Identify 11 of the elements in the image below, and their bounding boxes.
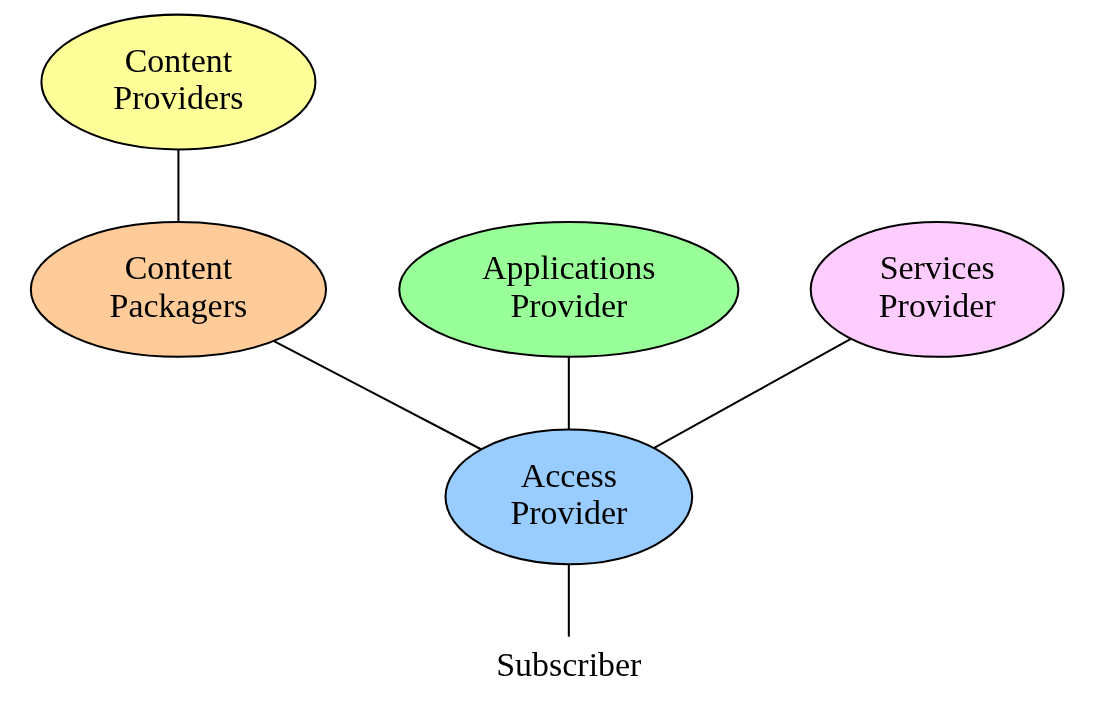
node-ellipse: Applications Provider bbox=[398, 221, 740, 358]
node-ellipse: Content Providers bbox=[40, 13, 317, 151]
connector bbox=[653, 337, 852, 449]
node-ellipse: Content Packagers bbox=[29, 221, 328, 358]
node-text: Subscriber bbox=[496, 646, 642, 684]
connector bbox=[567, 356, 570, 430]
connector bbox=[567, 564, 570, 637]
connector bbox=[177, 149, 180, 223]
node-ellipse: Access Provider bbox=[444, 428, 694, 566]
connector bbox=[273, 340, 482, 451]
node-ellipse: Services Provider bbox=[809, 221, 1065, 358]
